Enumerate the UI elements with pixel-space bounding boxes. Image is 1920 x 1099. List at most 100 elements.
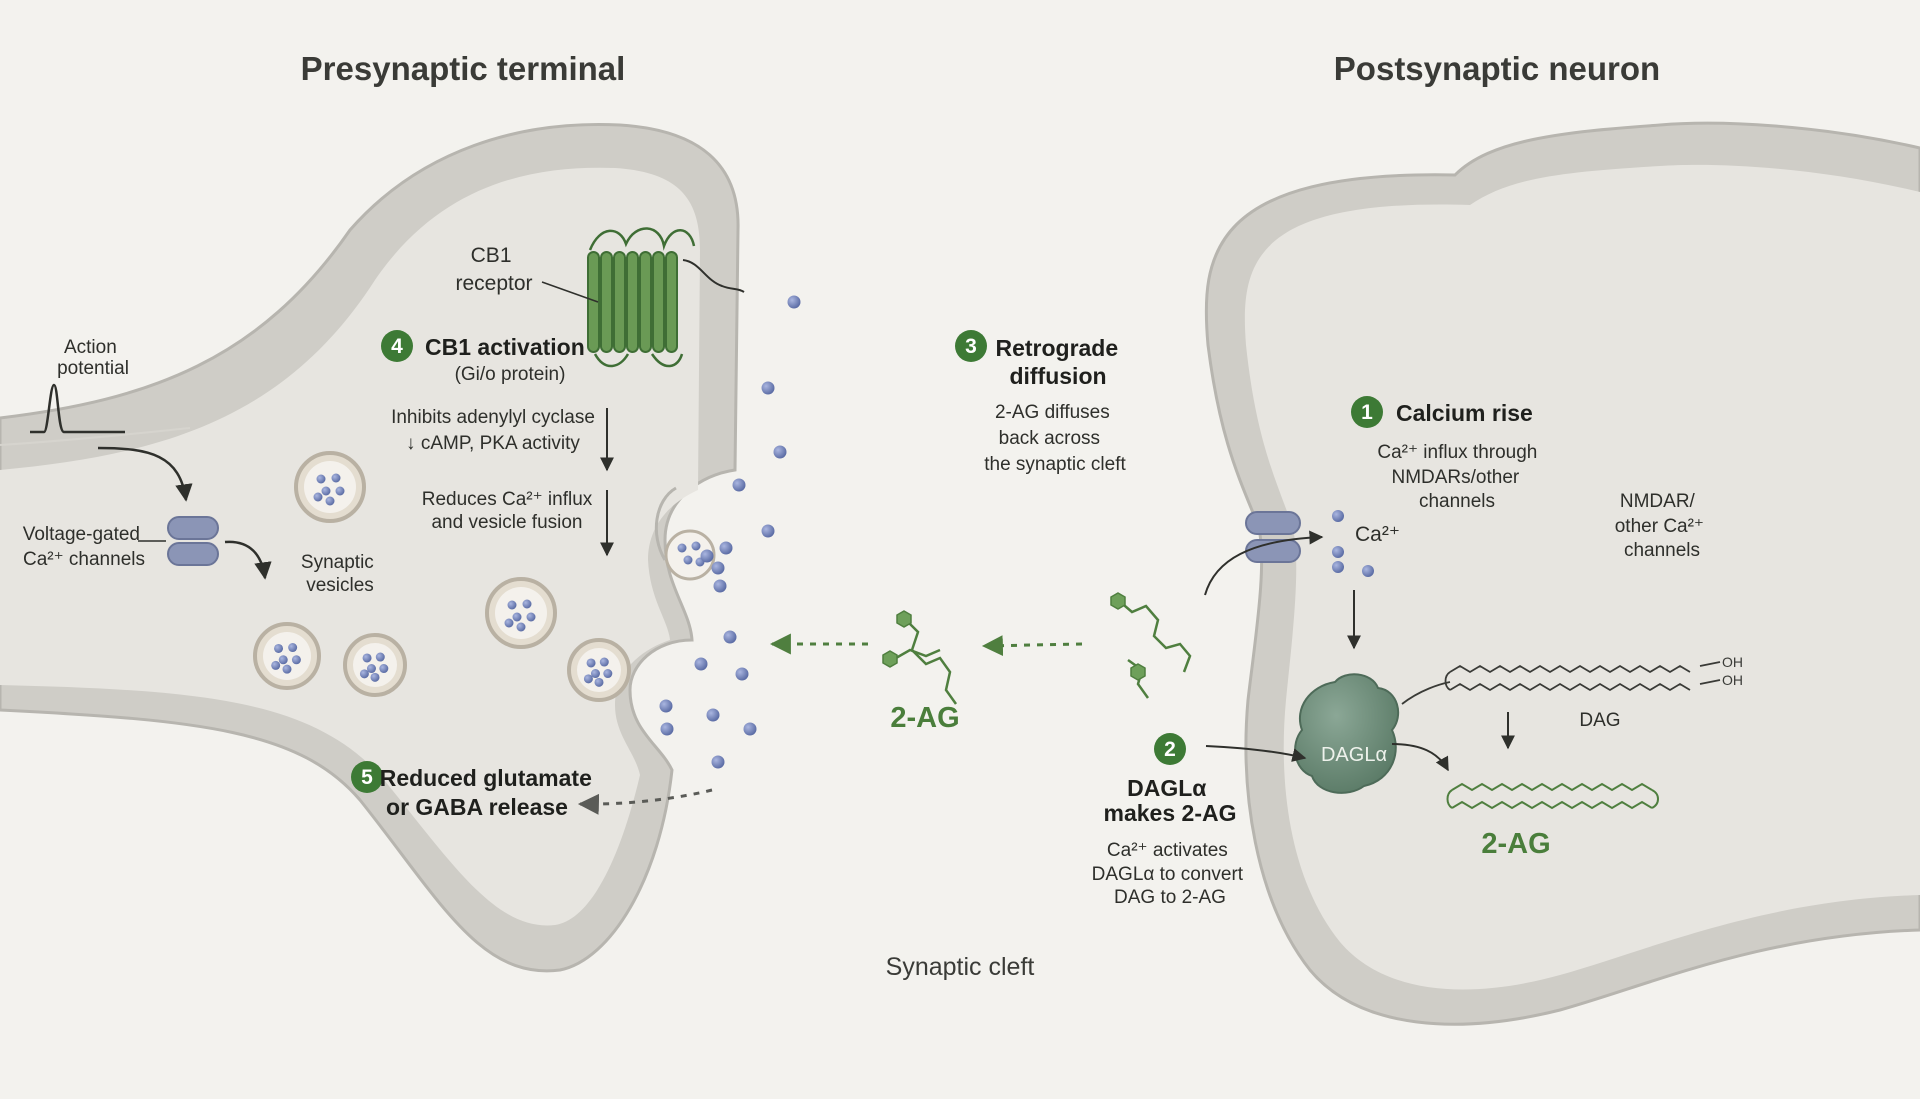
presynaptic-cytoplasm [0,167,700,926]
dagl-to-2ag-arrow [1391,743,1449,772]
step-5: 5 Reduced glutamate or GABA release [351,761,713,820]
fusing-vesicle [664,529,716,581]
cleft-ion [761,381,775,395]
dag-connector [1401,681,1451,705]
retrograde-arrow-right [981,635,1083,657]
postsynaptic-ca-channel [1245,511,1301,563]
dagl-alpha-label: DAGLα [1321,744,1387,766]
cleft-ion [743,722,757,736]
ca-ion-label: Ca²⁺ [1355,523,1400,546]
synaptic-vesicle [567,638,631,702]
postsynaptic-heading: Postsynaptic neuron [1334,50,1660,87]
step-2-body: Ca²⁺ activates DAGLα to convert DAG to 2… [1092,840,1249,908]
vgcc-out-arrow [224,540,272,580]
cleft-ion [735,667,749,681]
vesicles-label: Synaptic vesicles [301,552,379,596]
step-3-badge [955,330,987,362]
cb1-label-connector [541,281,599,303]
cb1-intracellular-loops [593,353,684,368]
synaptic-vesicle [485,577,557,649]
fusing-vesicle-upper [654,486,677,561]
step-1-badge [1351,396,1383,428]
axon-membrane-top [0,427,191,446]
step-4-title: CB1 activation [425,334,585,360]
synaptic-vesicle [294,451,366,523]
step-2-arrow [1205,745,1307,762]
step-2-number: 2 [1164,738,1176,761]
step-1-number: 1 [1361,401,1373,424]
synaptic-cleft: 3 Retrograde diffusion 2-AG diffuses bac… [659,295,1192,769]
cleft-ion [711,755,725,769]
postsynaptic-ca-ions [1332,510,1374,577]
synaptic-vesicles [253,451,716,702]
cb1-helix [613,251,626,353]
vesicle-contents [683,555,693,565]
cleft-ions [659,295,801,769]
action-potential-arrow [97,446,193,502]
synaptic-vesicle [343,633,407,697]
step-2-badge [1154,733,1186,765]
2ag-cleft-label: 2-AG [890,702,959,734]
voltage-gated-ca-channel [167,516,219,566]
presynaptic-terminal: Action potential Voltage-gated Ca²⁺ chan… [0,122,745,973]
cleft-ion [761,524,775,538]
channel-influx-arrow [1204,530,1324,596]
action-potential-label: Action potential [57,337,129,379]
presynaptic-heading: Presynaptic terminal [301,50,626,87]
step-5-number: 5 [361,766,373,789]
cleft-ion [694,657,708,671]
step-4-line-4: and vesicle fusion [431,512,582,533]
synaptic-vesicle [253,622,321,690]
step-4-line-2: ↓ cAMP, PKA activity [406,433,580,454]
step-3-body: 2-AG diffuses back across the synaptic c… [984,402,1126,475]
step-5-title: Reduced glutamate or GABA release [380,765,599,820]
cleft-ion [700,549,714,563]
step-3: 3 Retrograde diffusion 2-AG diffuses bac… [955,330,1126,475]
step-1-title: Calcium rise [1396,400,1533,426]
cleft-ion [732,478,746,492]
cb1-helix [626,251,639,353]
postsynaptic-cytoplasm [1244,164,1920,990]
2ag-molecule-right [1110,592,1192,699]
step-4-number: 4 [391,335,403,358]
2ag-molecule-cleft [882,610,958,705]
cb1-receptor-label: CB1 receptor [455,244,532,295]
dag-label: DAG [1579,710,1620,731]
cleft-ion [773,445,787,459]
step-4-line-1: Inhibits adenylyl cyclase [391,407,595,428]
vesicle-contents [691,541,701,551]
step-4-subtitle: (Gi/o protein) [455,364,566,385]
cb1-helix [665,251,678,353]
step-1-body: Ca²⁺ influx through NMDARs/other channel… [1377,442,1542,512]
cb1-helix [587,251,600,353]
dag-oh-1: OH [1722,654,1743,670]
cleft-ion [706,708,720,722]
cleft-ion [787,295,801,309]
vesicle-contents [677,543,687,553]
cleft-ion [723,630,737,644]
cleft-ion [713,579,727,593]
step-1: 1 Calcium rise Ca²⁺ influx through NMDAR… [1351,396,1542,512]
action-potential-trace [30,383,125,434]
cb1-helix [652,251,665,353]
step-5-badge [351,761,383,793]
cb1-extracellular-loops [588,227,696,251]
step-4: 4 CB1 activation (Gi/o protein) Inhibits… [381,330,614,557]
postsynaptic-neuron: Ca²⁺ 1 Calcium rise Ca²⁺ influx through … [1092,121,1920,1026]
step-4-line-3: Reduces Ca²⁺ influx [422,489,593,510]
step-2: 2 DAGLα makes 2-AG Ca²⁺ activates DAGLα … [1092,733,1307,908]
cb1-receptor [587,227,745,368]
cleft-ion [659,699,673,713]
synaptic-cleft-label: Synaptic cleft [886,953,1035,981]
vgcc-label: Voltage-gated Ca²⁺ channels [23,524,146,570]
cleft-ion [719,541,733,555]
cleft-ion [660,722,674,736]
cb1-helix [600,251,613,353]
cb1-tail [682,259,745,293]
2ag-product-label: 2-AG [1481,828,1550,860]
step-3-number: 3 [965,335,977,358]
2ag-product-molecule [1446,782,1659,810]
dagl-alpha-enzyme: DAGLα [1294,673,1400,794]
